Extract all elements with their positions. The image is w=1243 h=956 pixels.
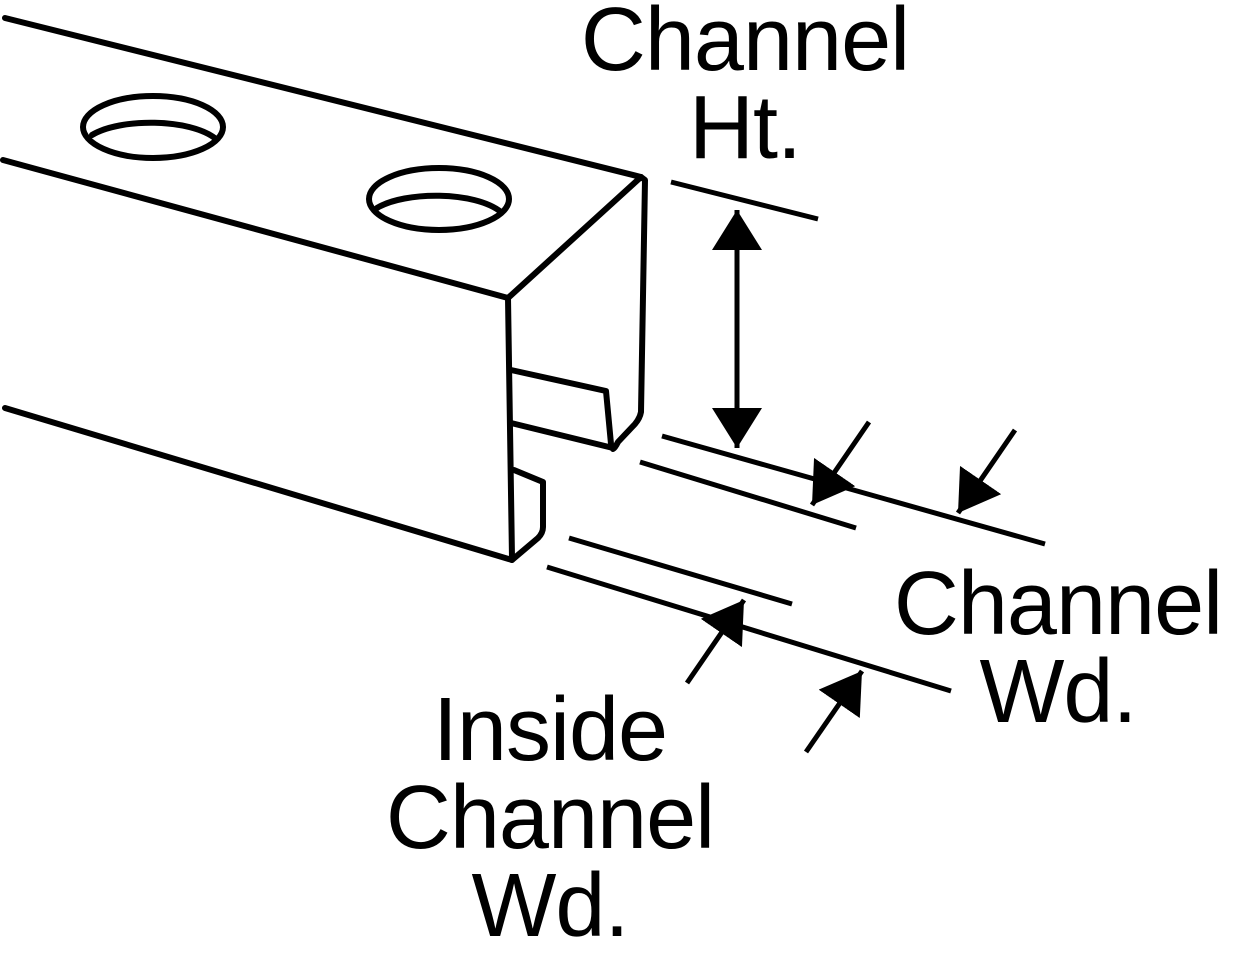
inside-width-arrow-bottom xyxy=(684,598,747,685)
inside-extension-lower xyxy=(568,535,793,607)
inside-channel-width-label-line3: Wd. xyxy=(471,856,629,956)
channel-width-arrow-top xyxy=(955,428,1018,515)
end-face-right-edge xyxy=(610,174,648,452)
inside-extension-top xyxy=(639,459,857,531)
channel-height-label-line2: Ht. xyxy=(688,78,802,178)
ht-extension-top xyxy=(670,179,819,222)
mounting-hole-1 xyxy=(80,93,226,161)
channel-width-label: Channel Wd. xyxy=(868,554,1243,742)
wd-extension-bottom xyxy=(546,564,952,694)
top-back-edge xyxy=(2,15,644,180)
lower-lip xyxy=(509,467,546,563)
inside-width-arrow-top xyxy=(809,420,872,507)
channel-width-label-line2: Wd. xyxy=(979,642,1137,742)
channel-width-arrow-bottom xyxy=(803,669,865,754)
inside-channel-width-label-line2: Channel xyxy=(385,768,715,868)
inside-channel-width-label-line1: Inside xyxy=(432,680,668,780)
channel-height-label: Channel Ht. xyxy=(545,0,945,178)
channel-height-label-line1: Channel xyxy=(580,0,910,90)
upper-lip xyxy=(508,367,614,447)
top-front-edge xyxy=(0,157,511,301)
upper-lip-underside xyxy=(508,420,616,451)
channel-body xyxy=(0,15,648,563)
dimension-lines xyxy=(546,179,1046,754)
top-end-edge xyxy=(505,174,644,301)
end-face-left-edge xyxy=(505,295,515,561)
channel-width-label-line1: Channel xyxy=(893,554,1223,654)
bottom-edge xyxy=(2,405,515,563)
mounting-hole-2 xyxy=(366,165,512,233)
inside-channel-width-label: Inside Channel Wd. xyxy=(350,680,750,956)
